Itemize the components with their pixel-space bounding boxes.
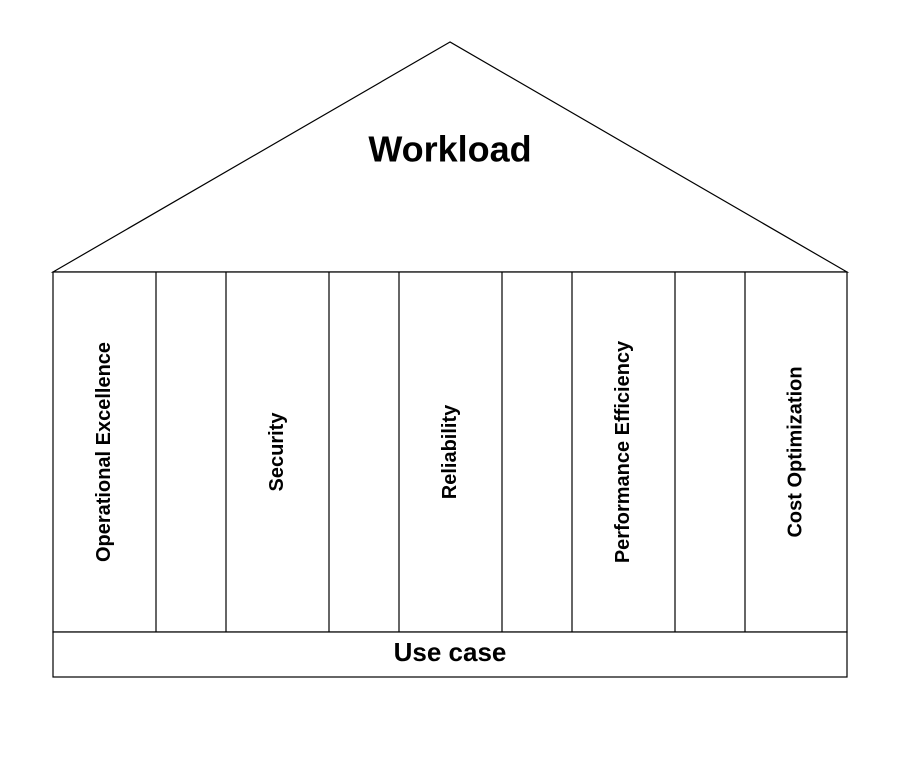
pillar-label-cost-optimization: Cost Optimization bbox=[784, 366, 806, 537]
base-label: Use case bbox=[394, 637, 507, 667]
pillar-label-security: Security bbox=[266, 412, 288, 492]
pillar-band bbox=[52, 271, 848, 633]
pillar-label-reliability: Reliability bbox=[439, 404, 461, 499]
roof-title: Workload bbox=[368, 129, 531, 170]
base-block bbox=[52, 631, 848, 678]
column-dividers bbox=[155, 272, 746, 632]
pillar-label-performance-efficiency: Performance Efficiency bbox=[612, 340, 634, 563]
pillar-label-operational-excellence: Operational Excellence bbox=[93, 342, 115, 562]
